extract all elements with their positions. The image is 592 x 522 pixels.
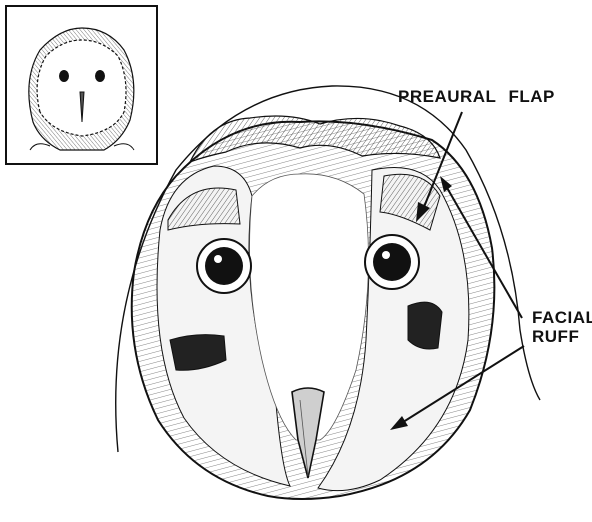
ruff-word: RUFF (532, 327, 592, 346)
inset-owl-thumbnail (6, 6, 157, 164)
left-eye (197, 239, 251, 293)
facial-word: FACIAL (532, 308, 592, 327)
right-ear-opening (408, 302, 442, 349)
facial-ruff-label: FACIAL RUFF (532, 308, 592, 346)
preaural-word: PREAURAL (398, 87, 496, 106)
preaural-flap-label: PREAURAL FLAP (398, 87, 555, 106)
flap-word: FLAP (508, 87, 554, 106)
right-eye (365, 235, 419, 289)
